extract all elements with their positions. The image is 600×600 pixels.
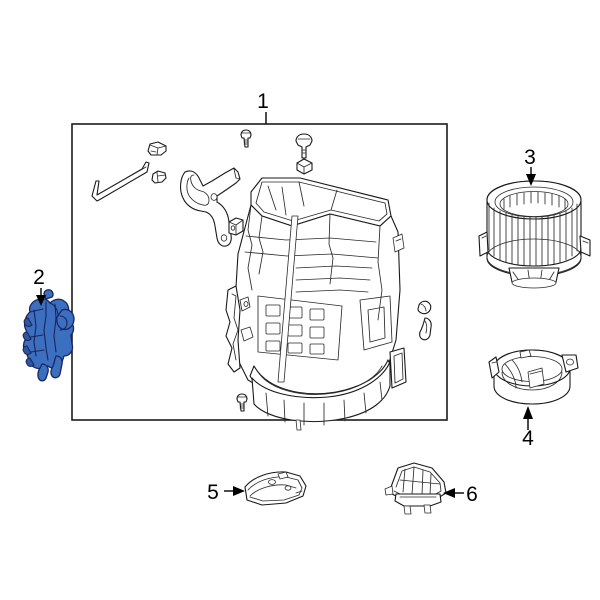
washer-hex <box>296 158 313 175</box>
control-linkage-rod <box>91 161 150 202</box>
callout-6-leader <box>443 488 464 498</box>
callout-number-4: 4 <box>522 427 534 450</box>
callout-number-1: 1 <box>257 90 269 113</box>
callout-number-6: 6 <box>466 483 478 506</box>
retaining-clip-lower <box>228 217 244 236</box>
callout-2-leader <box>36 288 46 306</box>
callout-5-leader <box>224 486 245 496</box>
callout-number-2: 2 <box>33 266 45 289</box>
lever-arm-linkage <box>180 167 241 247</box>
clip-right-lower <box>419 317 432 341</box>
screw-top <box>240 129 252 148</box>
blower-fan-wheel <box>478 180 591 289</box>
callout-3-leader <box>526 167 536 186</box>
blower-cover-plate <box>244 471 307 506</box>
blower-resistor <box>384 462 447 515</box>
air-mix-actuator <box>22 289 75 382</box>
callout-4-leader <box>523 406 533 430</box>
blower-housing-case <box>225 177 407 431</box>
callout-number-5: 5 <box>207 481 219 504</box>
bolt-flange <box>295 133 313 159</box>
retaining-clip-small <box>151 170 167 184</box>
motor-mount-ring <box>488 349 579 405</box>
clip-right-upper <box>417 300 432 315</box>
screw-bottom <box>236 393 248 412</box>
callout-number-3: 3 <box>524 146 536 169</box>
retaining-clip-upper <box>147 141 167 156</box>
